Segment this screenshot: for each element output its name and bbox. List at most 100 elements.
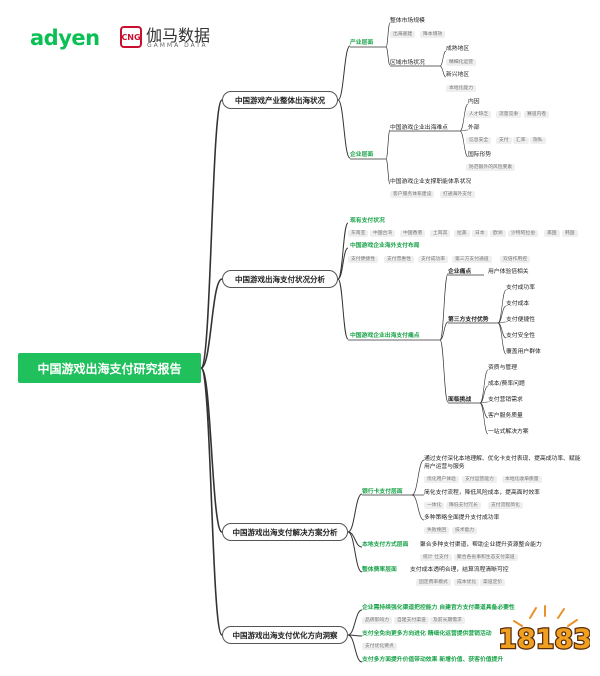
tag: 防范额外的风险要素	[466, 164, 516, 172]
tag: 精细化运营	[446, 59, 476, 67]
tag: 客户服务体系建设	[390, 191, 435, 199]
tag: 出海基建	[390, 31, 416, 39]
node-user-experience: 用户体验倍相关	[488, 269, 529, 275]
tag: 拉美	[454, 230, 470, 238]
connector-line	[479, 401, 489, 404]
connector-line	[337, 247, 349, 280]
node-cost: 支付成本	[506, 301, 530, 307]
node-bank-card-3: 多种策略全面提升支付成功率	[424, 515, 500, 521]
connector-line	[479, 369, 489, 404]
connector-line	[479, 385, 489, 404]
root-node[interactable]: 中国游戏出海支付研究报告	[18, 353, 201, 383]
18183-logo-text: 18183	[500, 624, 590, 655]
node-challenges: 面临挑战	[448, 397, 472, 403]
node-third-party-advantage: 第三方支付优势	[448, 317, 489, 323]
tag: 一体化	[424, 502, 445, 510]
tag: 土耳其	[430, 230, 451, 238]
node-fee-level-1: 支付成本透明合理，结算流程清晰可控	[410, 567, 509, 573]
connector-line	[497, 321, 507, 324]
tag: 支付成功率	[418, 256, 448, 264]
tag: 中国香港	[400, 230, 426, 238]
connector-line	[337, 222, 349, 280]
connector-line	[439, 273, 449, 341]
tag: 第三方支付通道	[452, 256, 492, 264]
connector-line	[385, 129, 391, 160]
tag: 本地化收单质量	[502, 476, 542, 484]
tag: 中国台湾	[370, 230, 396, 238]
tag: 支付运营能力	[462, 476, 497, 484]
tag: 东南亚	[348, 230, 369, 238]
connector-line	[497, 305, 507, 324]
connector-line	[479, 402, 489, 435]
tag: 品牌影响力	[362, 617, 392, 625]
connector-line	[497, 322, 507, 355]
branch-industry-overview[interactable]: 中国游戏产业整体出海状况	[222, 91, 338, 109]
tag: 降低支付冗长	[446, 502, 481, 510]
tag: 支付便捷性	[348, 256, 378, 264]
tag: 韩国	[562, 230, 578, 238]
connector-line	[385, 46, 391, 66]
tag: 及前长期需求	[430, 617, 465, 625]
node-bank-card-2: 简化支付流程，降低风险成本，提高面时效率	[424, 490, 540, 496]
node-marketing-needs: 支付营销需求	[488, 397, 523, 403]
connector-line	[439, 339, 449, 403]
tag: 流量竞争	[496, 111, 522, 119]
connector-line	[347, 493, 363, 533]
node-enterprise-level: 企业层面	[350, 152, 374, 158]
node-mature-region: 成熟地区	[446, 46, 470, 52]
gamma-data-logo: 伽马数据	[146, 26, 211, 45]
connector-line	[411, 494, 425, 521]
tag: 支付优化要点	[362, 643, 397, 651]
connector-line	[385, 22, 391, 48]
connector-line	[459, 130, 469, 158]
node-current-payment: 现有支付状况	[350, 218, 385, 224]
gamma-data-badge-icon: CNG	[120, 26, 142, 48]
connector-line	[439, 65, 447, 78]
tag: 失败挽回	[424, 527, 450, 535]
tag: 日本	[472, 230, 488, 238]
node-local-payment-1: 聚合多种支付渠道，帮助企业提升资源整合能力	[420, 542, 542, 548]
tag: 支付流程简化	[488, 502, 523, 510]
tag: 信息安全	[466, 137, 492, 145]
node-emerging-region: 新兴地区	[446, 72, 470, 78]
tag: 成本优化	[454, 579, 480, 587]
node-overseas-layout: 中国游戏企业海外支付布局	[350, 243, 420, 249]
connector-line	[411, 459, 425, 496]
tag: 隐私	[530, 137, 546, 145]
branch-payment-solutions[interactable]: 中国游戏出海支付解决方案分析	[222, 523, 348, 541]
node-security: 支付安全性	[506, 333, 535, 339]
tag: 打通海外支付	[440, 191, 475, 199]
connector-line	[200, 367, 223, 636]
connector-line	[200, 278, 223, 369]
adyen-logo: adyen	[30, 26, 100, 50]
tag: 渠道定价	[480, 579, 506, 587]
connector-line	[347, 609, 363, 636]
tag: 聚合各省事和生态支付渠道	[454, 554, 518, 562]
node-fee-level: 整体费率层面	[362, 567, 397, 573]
connector-line	[385, 158, 391, 185]
connector-line	[347, 531, 363, 573]
node-international: 国际形势	[468, 152, 492, 158]
tag: 欧洲	[490, 230, 506, 238]
tag: 统计 仕支付	[420, 554, 452, 562]
connector-line	[459, 103, 469, 132]
connector-line	[459, 129, 469, 132]
node-coverage: 覆盖用户群体	[506, 349, 541, 355]
branch-payment-status[interactable]: 中国游戏出海支付状况分析	[222, 270, 338, 288]
node-one-stop: 一站式解决方案	[488, 429, 529, 435]
tag: 技术能力	[452, 527, 478, 535]
connector-line	[200, 99, 223, 369]
tag: 自建支付渠道	[394, 617, 429, 625]
node-market-size: 整体市场规模	[390, 18, 425, 24]
node-payment-evolution: 支付全免向更多方向进化 精细化运营提供营销活动	[362, 631, 492, 637]
tag: 固定费率模式	[416, 579, 451, 587]
branch-optimization-insights[interactable]: 中国游戏出海支付优化方向洞察	[222, 626, 348, 644]
connector-line	[337, 278, 349, 340]
node-value-improvement: 支付多方面提升价值带动效果 新增价值、获客价值提升	[362, 657, 504, 663]
node-bank-card: 银行卡支付层面	[362, 489, 403, 495]
tag: 优化用户体验	[424, 476, 459, 484]
tag: 支付	[496, 137, 512, 145]
tag: 双倍作用控	[500, 256, 530, 264]
node-internal-cause: 内因	[468, 99, 480, 105]
